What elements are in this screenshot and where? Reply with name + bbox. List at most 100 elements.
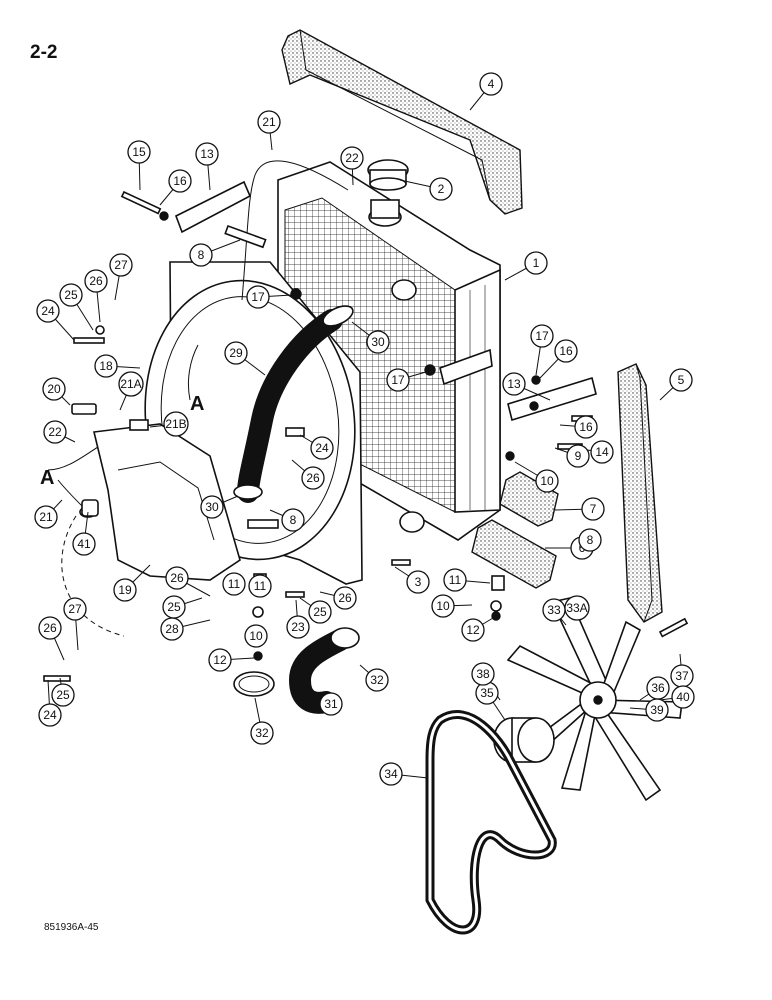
callout-label: 17	[391, 373, 405, 387]
callout-circle	[195, 142, 219, 166]
part-callout: 12	[461, 618, 485, 642]
part-callout: 21	[257, 110, 281, 134]
callout-label: 26	[306, 471, 320, 485]
part-callout: 25	[162, 595, 186, 619]
part-callout: 20	[42, 377, 66, 401]
part-callout: 16	[574, 415, 598, 439]
support-blocks-part	[471, 471, 559, 589]
callout-label: 13	[507, 377, 521, 391]
callout-label: 12	[466, 623, 480, 637]
callout-circle	[431, 594, 455, 618]
part-callout: 24	[36, 299, 60, 323]
part-callout: 36	[646, 676, 670, 700]
callout-circle	[38, 616, 62, 640]
callout-label: 10	[540, 474, 554, 488]
callout-label: 36	[651, 681, 665, 695]
part-callout: 24	[38, 703, 62, 727]
callout-circle	[310, 436, 334, 460]
callout-label: 26	[89, 274, 103, 288]
callout-circle	[308, 600, 332, 624]
part-callout: 11	[248, 574, 272, 598]
part-callout: 32	[365, 668, 389, 692]
part-callout: 13	[195, 142, 219, 166]
part-callout: 26	[165, 566, 189, 590]
callout-label: 34	[384, 767, 398, 781]
callout-label: 1	[533, 256, 540, 270]
callout-label: 16	[579, 420, 593, 434]
part-callout: 28	[160, 617, 184, 641]
callout-circle	[564, 595, 590, 621]
top-seal-part	[281, 29, 523, 215]
part-callout: 1	[524, 251, 548, 275]
part-callout: 21A	[118, 371, 144, 397]
upper-hose-part	[233, 305, 354, 503]
callout-circle	[84, 269, 108, 293]
part-callout: 25	[51, 683, 75, 707]
callout-label: 3	[415, 575, 422, 589]
part-callout: 8	[281, 508, 305, 532]
callout-label: 33	[547, 603, 561, 617]
callout-circle	[669, 368, 693, 392]
part-callout: 26	[84, 269, 108, 293]
callout-circle	[461, 618, 485, 642]
callout-label: 30	[205, 500, 219, 514]
callout-label: 10	[249, 629, 263, 643]
part-callout: 19	[113, 578, 137, 602]
part-callout: 21	[34, 505, 58, 529]
part-callout: 35	[475, 681, 499, 705]
callout-label: 5	[678, 373, 685, 387]
lower-hose-part	[233, 627, 360, 714]
callout-label: 37	[675, 669, 689, 683]
callout-label: 2	[438, 182, 445, 196]
callout-circle	[281, 508, 305, 532]
radiator-part	[277, 161, 501, 541]
side-seal-part	[617, 363, 663, 623]
part-callout: 11	[222, 572, 246, 596]
callout-label: 8	[198, 248, 205, 262]
callout-circle	[566, 444, 590, 468]
part-callout: 11	[443, 568, 467, 592]
callout-circle	[530, 324, 554, 348]
callout-circle	[554, 339, 578, 363]
callout-label: 12	[213, 653, 227, 667]
callout-circle	[406, 570, 430, 594]
callout-circle	[165, 566, 189, 590]
part-callout: 5	[669, 368, 693, 392]
callout-circle	[163, 411, 189, 437]
callout-label: 24	[315, 441, 329, 455]
callout-label: 21	[262, 115, 276, 129]
callout-circle	[379, 762, 403, 786]
callout-label: 31	[324, 697, 338, 711]
callout-label: 17	[535, 329, 549, 343]
part-callout: 41	[72, 532, 96, 556]
callout-circle	[36, 299, 60, 323]
callout-circle	[38, 703, 62, 727]
callout-circle	[502, 372, 526, 396]
callout-label: 21B	[165, 417, 186, 431]
callout-label: 26	[338, 591, 352, 605]
callout-label: 23	[291, 620, 305, 634]
part-callout: 25	[59, 283, 83, 307]
part-callout: 27	[109, 253, 133, 277]
callout-label: 26	[43, 621, 57, 635]
callout-circle	[160, 617, 184, 641]
callout-label: 25	[64, 288, 78, 302]
part-callouts: 1234567888910101011111112121313141516161…	[34, 72, 695, 786]
callout-label: 24	[41, 304, 55, 318]
part-callout: 16	[168, 169, 192, 193]
callout-circle	[479, 72, 503, 96]
callout-circle	[63, 597, 87, 621]
callout-circle	[109, 253, 133, 277]
callout-label: 32	[370, 673, 384, 687]
callout-label: 11	[228, 577, 241, 591]
callout-circle	[200, 495, 224, 519]
callout-circle	[286, 615, 310, 639]
part-callout: 10	[535, 469, 559, 493]
callout-label: 38	[476, 667, 490, 681]
callout-circle	[535, 469, 559, 493]
callout-circle	[319, 692, 343, 716]
callout-label: 25	[56, 688, 70, 702]
part-callout: 29	[224, 341, 248, 365]
callout-label: 22	[48, 425, 62, 439]
